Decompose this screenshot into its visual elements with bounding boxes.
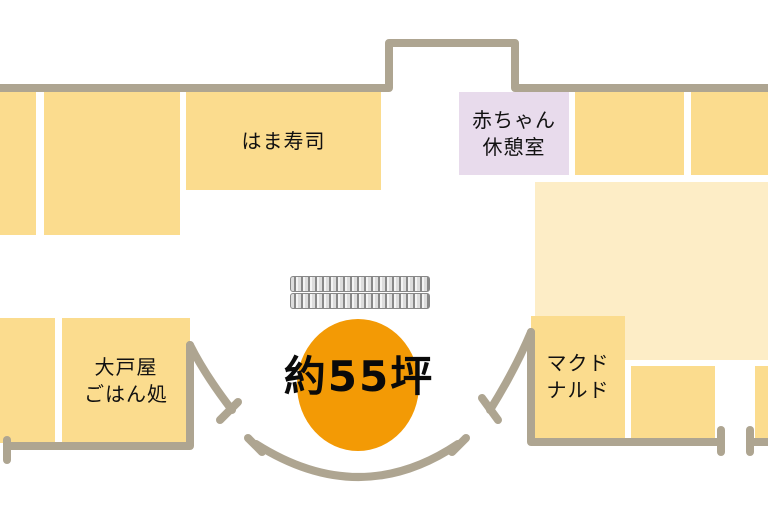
shop-far-left-top[interactable] [0, 92, 36, 235]
shop-label: 大戸屋 ごはん処 [84, 354, 168, 406]
shop-left-top[interactable] [44, 92, 180, 235]
shop-right-top-2[interactable] [691, 92, 768, 175]
escalator-icon [290, 276, 430, 292]
facility-label: 赤ちゃん 休憩室 [472, 107, 556, 159]
baby-room[interactable]: 赤ちゃん 休憩室 [459, 92, 569, 175]
shop-right-bottom-2[interactable] [755, 366, 768, 438]
area-size-label: 約55坪 [283, 352, 435, 401]
escalator-icon [290, 293, 430, 309]
shop-mcdonalds[interactable]: マクド ナルド [531, 316, 625, 438]
shop-label: マクド ナルド [546, 351, 610, 402]
shop-hama-sushi[interactable]: はま寿司 [186, 92, 381, 190]
shop-far-left-bottom[interactable] [0, 318, 55, 443]
shop-ootoya[interactable]: 大戸屋 ごはん処 [62, 318, 190, 443]
shop-label: はま寿司 [241, 128, 326, 153]
highlight-area-marker[interactable] [297, 319, 419, 451]
shop-right-top-1[interactable] [575, 92, 684, 175]
shop-right-bottom-1[interactable] [631, 366, 715, 438]
